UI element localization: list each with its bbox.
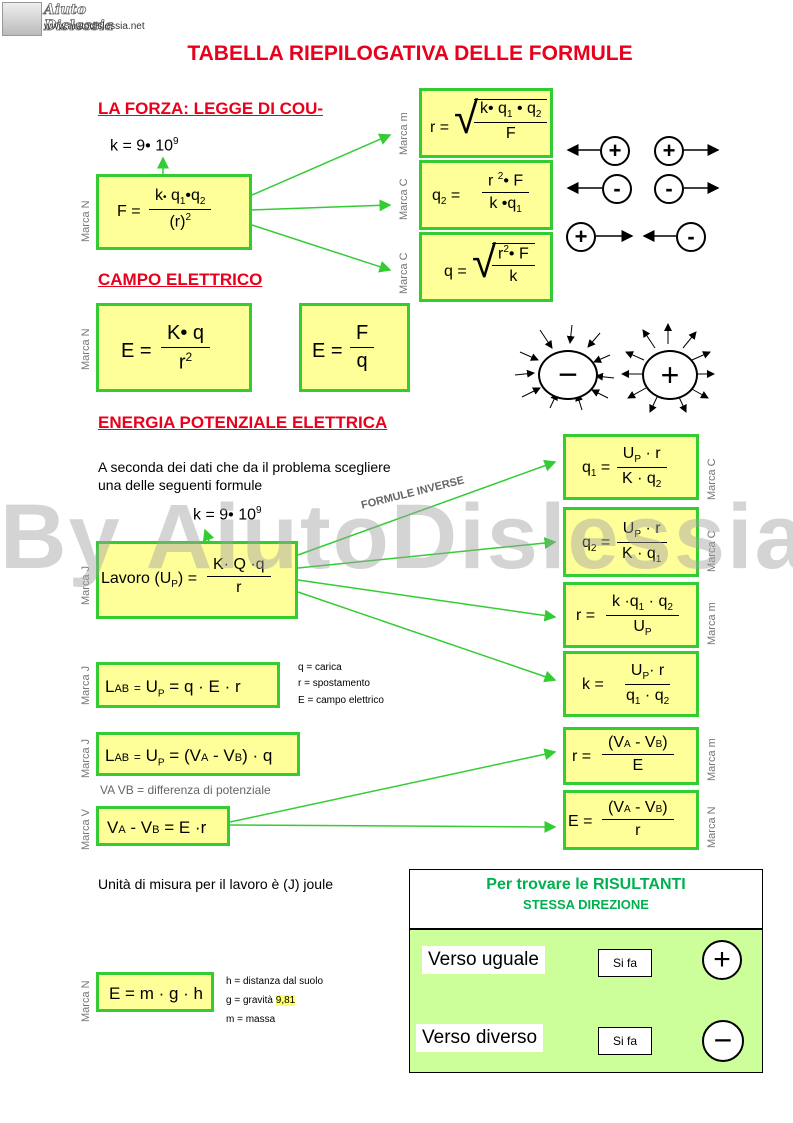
legend-lab-e: E = campo elettrico bbox=[298, 695, 384, 706]
energia-intro-1: A seconda dei dati che da il problema sc… bbox=[98, 459, 391, 475]
risultanti-panel: Verso uguale Si fa + Verso diverso Si fa… bbox=[409, 929, 763, 1073]
logo-icon bbox=[2, 2, 42, 36]
logo-name: Aiuto Dislessia bbox=[44, 2, 115, 35]
section-coulomb: LA FORZA: LEGGE DI COU- bbox=[98, 99, 324, 118]
marca-j-2: Marca J bbox=[80, 665, 92, 705]
formula-coulomb: F = k• q1•q2(r)2 bbox=[96, 174, 252, 250]
k-constant-2: k = 9• 109 bbox=[193, 505, 262, 524]
minus-charge-icon: - bbox=[654, 174, 684, 204]
logo: Aiuto Dislessia www.aiutodislessia.net bbox=[2, 2, 152, 36]
marca-m-1: Marca m bbox=[398, 112, 410, 155]
marca-n-1: Marca N bbox=[80, 200, 92, 242]
minus-charge-icon: - bbox=[602, 174, 632, 204]
formula-lab-2: LAB = UP = (VA - VB) · q bbox=[96, 732, 300, 776]
marca-v: Marca V bbox=[80, 809, 92, 850]
marca-m-3: Marca m bbox=[706, 738, 718, 781]
formula-va-vb: VA - VB = E ·r bbox=[96, 806, 230, 846]
legend-mgh-h: h = distanza dal suolo bbox=[226, 976, 324, 987]
verso-diverso-label: Verso diverso bbox=[416, 1024, 544, 1052]
positive-charge-field-icon: + bbox=[642, 350, 698, 400]
minus-charge-icon: - bbox=[676, 222, 706, 252]
plus-result-icon: + bbox=[702, 940, 742, 980]
marca-n-4: Marca N bbox=[80, 980, 92, 1022]
k-constant-1: k = 9• 109 bbox=[110, 136, 179, 155]
formula-r-potenziale: r = (VA - VB)E bbox=[563, 727, 699, 785]
verso-uguale-label: Verso uguale bbox=[422, 946, 545, 974]
legend-mgh-g: g = gravità 9,81 bbox=[226, 995, 296, 1006]
minus-result-icon: − bbox=[702, 1020, 744, 1062]
risultanti-subtitle: STESSA DIREZIONE bbox=[523, 897, 649, 912]
watermark: By AiutoDislessia.net bbox=[0, 486, 793, 588]
energia-intro-2: una delle seguenti formule bbox=[98, 477, 263, 493]
si-fa-box-1: Si fa bbox=[598, 949, 652, 977]
risultanti-header: Per trovare le RISULTANTI STESSA DIREZIO… bbox=[409, 869, 763, 929]
marca-c-1: Marca C bbox=[398, 178, 410, 220]
marca-j-3: Marca J bbox=[80, 738, 92, 778]
legend-lab-q: q = carica bbox=[298, 662, 342, 673]
section-campo: CAMPO ELETTRICO bbox=[98, 270, 263, 289]
legend-va-vb: VA VB = differenza di potenziale bbox=[100, 783, 271, 797]
plus-charge-icon: + bbox=[654, 136, 684, 166]
formula-e-potenziale: E = (VA - VB)r bbox=[563, 790, 699, 850]
risultanti-title: Per trovare le RISULTANTI bbox=[486, 876, 686, 893]
si-fa-box-2: Si fa bbox=[598, 1027, 652, 1055]
formula-lab-1: LAB = UP = q · E · r bbox=[96, 662, 280, 708]
marca-n-2: Marca N bbox=[80, 328, 92, 370]
legend-lab-r: r = spostamento bbox=[298, 678, 370, 689]
negative-charge-field-icon: − bbox=[538, 350, 598, 400]
marca-c-2: Marca C bbox=[398, 252, 410, 294]
marca-m-2: Marca m bbox=[706, 602, 718, 645]
formula-mgh: E = m · g · h bbox=[96, 972, 214, 1012]
legend-mgh-m: m = massa bbox=[226, 1014, 276, 1025]
plus-charge-icon: + bbox=[566, 222, 596, 252]
page-title: TABELLA RIEPILOGATIVA DELLE FORMULE bbox=[187, 42, 633, 65]
plus-charge-icon: + bbox=[600, 136, 630, 166]
unita-misura: Unità di misura per il lavoro è (J) joul… bbox=[98, 876, 333, 892]
section-energia: ENERGIA POTENZIALE ELETTRICA bbox=[98, 413, 388, 432]
logo-url: www.aiutodislessia.net bbox=[44, 21, 145, 32]
marca-n-3: Marca N bbox=[706, 806, 718, 848]
gravity-value: 9,81 bbox=[275, 995, 296, 1006]
